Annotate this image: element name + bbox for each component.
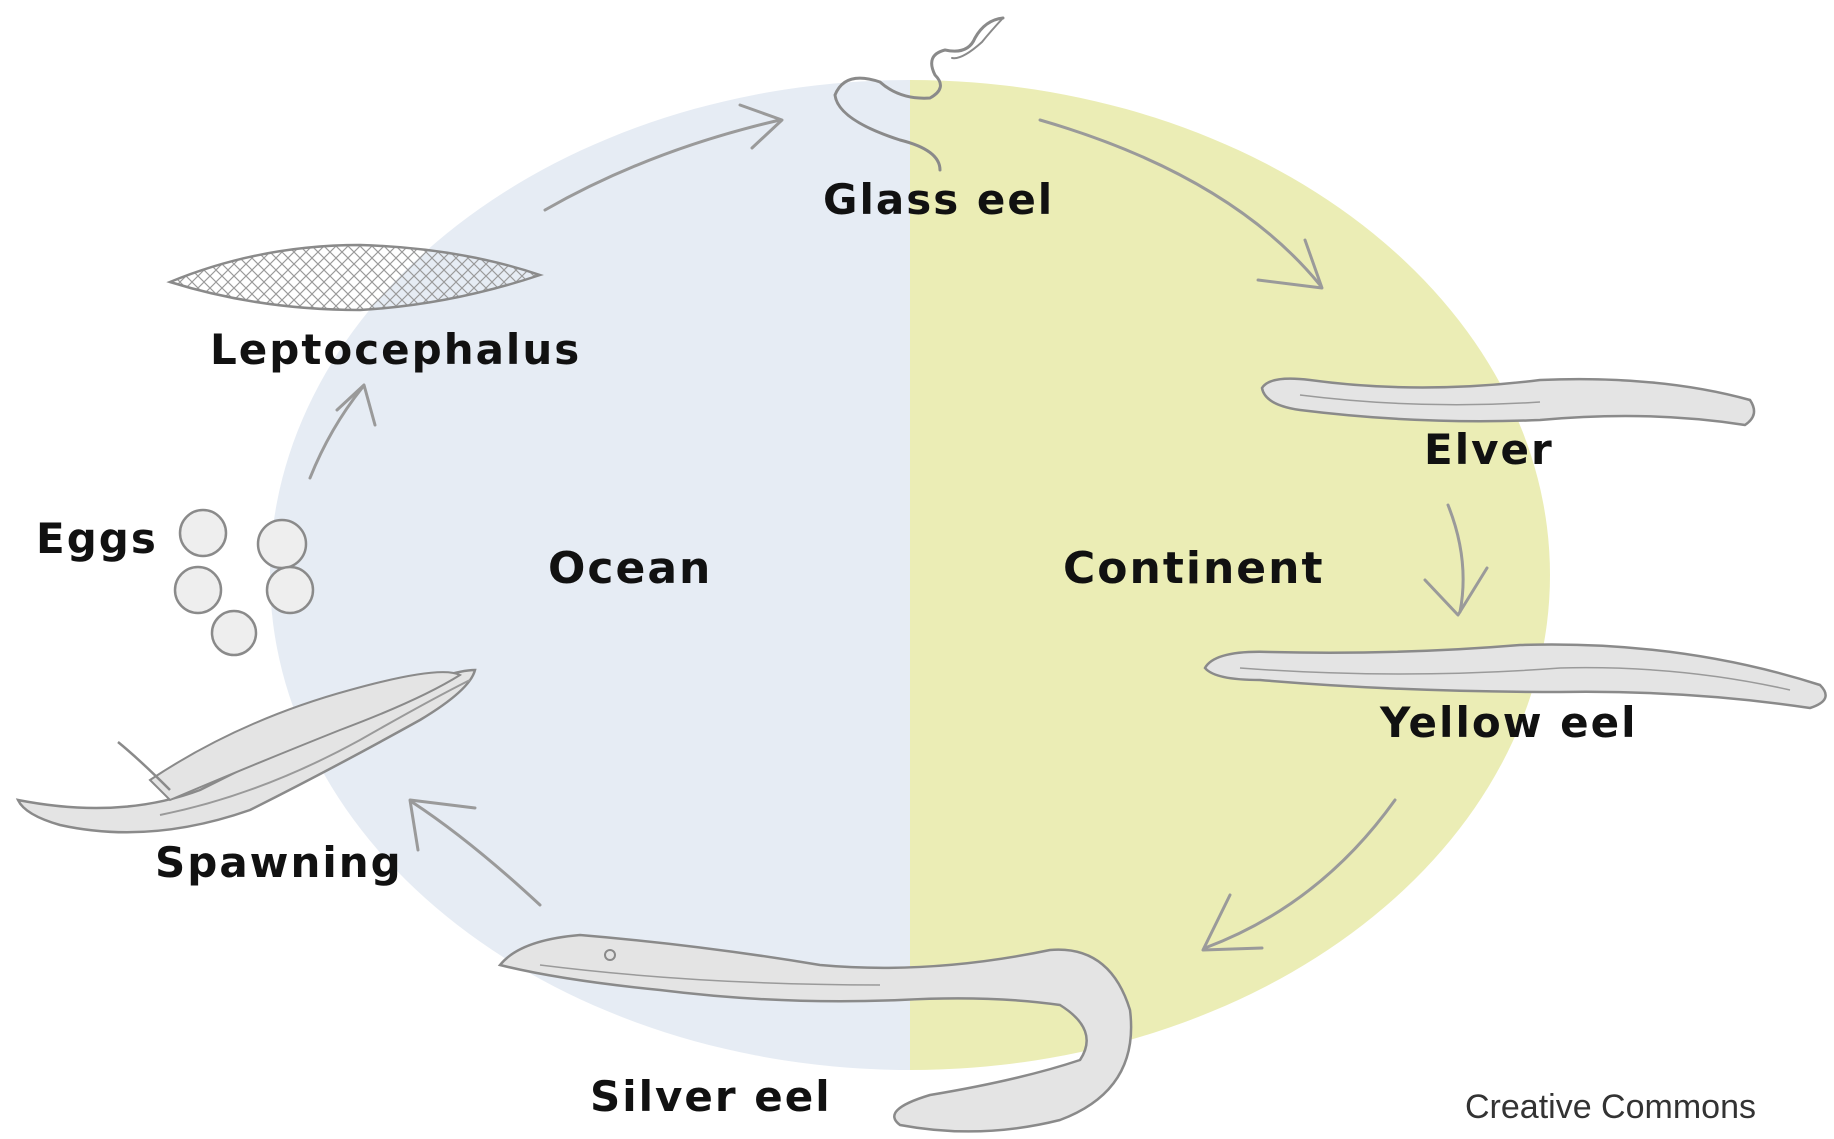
glass-eel-label: Glass eel [823,175,1054,224]
credit-label: Creative Commons [1465,1088,1756,1127]
silver-eel-label: Silver eel [590,1072,832,1121]
spawning-label: Spawning [155,838,403,887]
elver-label: Elver [1424,425,1554,474]
eggs-label: Eggs [36,514,158,563]
leptocephalus-label: Leptocephalus [210,325,581,374]
ocean-label: Ocean [548,543,712,594]
continent-label: Continent [1063,543,1324,594]
yellow-eel-label: Yellow eel [1380,698,1637,747]
